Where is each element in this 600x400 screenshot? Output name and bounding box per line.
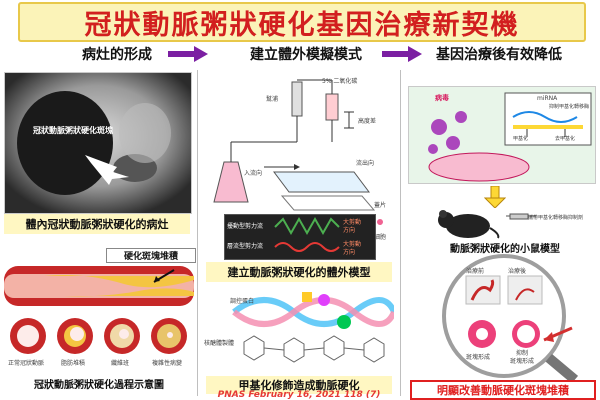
stage-normal-icon <box>10 318 46 354</box>
wave-label: 方向 <box>343 227 356 234</box>
virus-label: 病毒 <box>435 94 449 102</box>
stage-fat-icon <box>57 318 93 354</box>
mirna-label: miRNA <box>537 95 558 102</box>
mouse-icon <box>438 210 500 239</box>
mouse-caption: 動脈粥狀硬化的小鼠模型 <box>450 244 560 255</box>
methylation-label: 甲基化 <box>513 136 529 142</box>
inlet-label: 入流向 <box>244 170 263 177</box>
pump-label: 幫浦 <box>266 96 279 103</box>
plaque-accumulation-label: 硬化斑塊堆積 <box>106 248 196 263</box>
height-label: 高度差 <box>358 118 377 125</box>
methylation-caption: 甲基化修飾造成動脈硬化 <box>206 376 392 394</box>
arrow-right-icon <box>382 46 422 62</box>
slide-label: 蓋片 <box>374 202 387 209</box>
stage-label: 脂肪堆積 <box>60 360 85 367</box>
demethylation-label: 去甲基化 <box>555 136 576 142</box>
before-label: 治療前 <box>466 268 485 275</box>
plaque-inhibited-label-2: 斑塊形成 <box>510 358 535 365</box>
step-2-label: 建立體外模擬模式 <box>250 47 362 63</box>
plaque-photo-label: 冠狀動脈粥狀硬化斑塊 <box>33 126 113 135</box>
inject-label: 攜帶甲基化轉移酶抑制劑 <box>528 215 584 221</box>
angioscopy-photo: 冠狀動脈粥狀硬化斑塊 <box>4 72 192 214</box>
photo-caption: 體內冠狀動脈粥狀硬化的病灶 <box>4 214 190 234</box>
methylation-diagram: 調控蛋白 核醣體製體 <box>204 282 397 374</box>
co2-label: 5% 二氧化碳 <box>322 78 358 85</box>
after-label: 治療後 <box>508 268 527 275</box>
outlet-label: 流出向 <box>356 160 375 167</box>
wave-label: 方向 <box>343 249 356 256</box>
arrow-right-icon <box>168 46 208 62</box>
wave-label: 擾動型剪力流 <box>227 223 264 230</box>
wave-label: 大剪動 <box>343 219 362 226</box>
stage-fibrous-icon <box>104 318 140 354</box>
artery-diagram <box>4 266 194 306</box>
page-title: 冠狀動脈粥狀硬化基因治療新契機 <box>84 9 520 41</box>
plaque-inhibited-label: 抑制 <box>516 350 529 357</box>
column-divider <box>400 70 401 396</box>
wave-label: 大剪動 <box>343 241 362 248</box>
step-1-label: 病灶的形成 <box>82 47 152 63</box>
citation: PNAS February 16, 2021 118 (7) <box>217 390 381 400</box>
gene-therapy-diagram: 病毒 miRNA 抑制甲基化轉移酶 甲基化 去甲基化 <box>408 86 596 184</box>
dna-label: 核醣體製體 <box>204 340 235 347</box>
process-caption: 冠狀動脈粥狀硬化過程示意圖 <box>34 380 164 391</box>
inhibit-label: 抑制甲基化轉移酶 <box>549 104 590 110</box>
stage-label: 複雜性病變 <box>151 360 182 367</box>
virus-icon <box>428 111 467 154</box>
step-3-label: 基因治療後有效降低 <box>436 47 562 63</box>
wave-label: 層流型剪力流 <box>227 243 264 250</box>
cross-section-stages <box>10 318 187 354</box>
stage-complex-icon <box>151 318 187 354</box>
result-caption: 明顯改善動脈硬化斑塊堆積 <box>410 380 596 400</box>
arrow-down-icon <box>484 186 506 208</box>
stage-label: 正常冠狀動脈 <box>7 360 44 367</box>
plaque-formed-label: 斑塊形成 <box>466 354 491 361</box>
shear-wave-chart: 擾動型剪力流 層流型剪力流 大剪動 方向 大剪動 方向 <box>224 214 376 260</box>
syringe-icon <box>506 213 536 220</box>
stage-label: 纖維班 <box>110 360 129 367</box>
cells-label: 細胞 <box>374 234 387 241</box>
regulator-label: 調控蛋白 <box>230 298 255 305</box>
model-caption: 建立動脈粥狀硬化的體外模型 <box>206 262 392 282</box>
column-divider <box>197 70 198 396</box>
magnifier-icon <box>442 254 579 384</box>
title-banner: 冠狀動脈粥狀硬化基因治療新契機 <box>18 2 586 42</box>
